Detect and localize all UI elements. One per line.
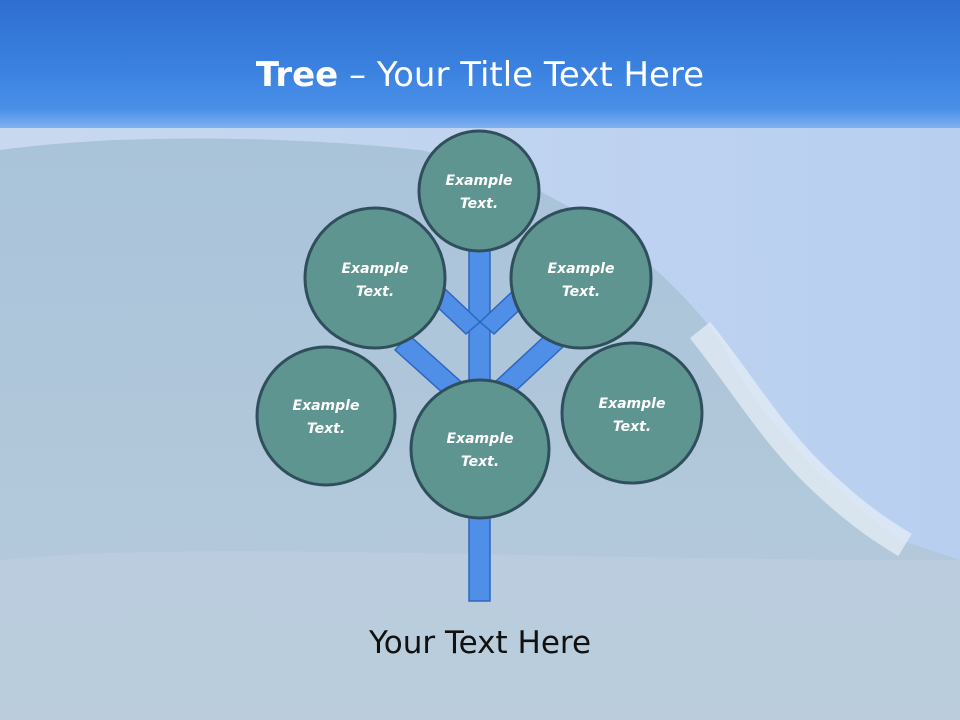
node-label: Text.	[307, 421, 345, 437]
node-label: Example	[342, 261, 409, 277]
title-rest: – Your Title Text Here	[338, 55, 705, 95]
node-label: Text.	[356, 284, 394, 300]
title-bar	[0, 0, 960, 128]
node-label: Text.	[562, 284, 600, 300]
node-lower-left: Example Text.	[255, 345, 397, 487]
node-center: Example Text.	[409, 378, 551, 520]
node-label: Example	[599, 396, 666, 412]
node-label: Example	[548, 261, 615, 277]
node-label: Example	[446, 173, 513, 189]
node-label: Text.	[613, 419, 651, 435]
node-label: Example	[447, 431, 514, 447]
slide-title: Tree – Your Title Text Here	[0, 52, 960, 98]
title-bold: Tree	[255, 55, 339, 95]
node-upper-right: Example Text.	[509, 206, 653, 350]
node-label: Text.	[460, 196, 498, 212]
node-upper-left: Example Text.	[303, 206, 447, 350]
node-top: Example Text.	[417, 129, 541, 253]
node-label: Example	[293, 398, 360, 414]
node-lower-right: Example Text.	[560, 341, 704, 485]
caption-text: Your Text Here	[368, 625, 592, 661]
node-label: Text.	[461, 454, 499, 470]
